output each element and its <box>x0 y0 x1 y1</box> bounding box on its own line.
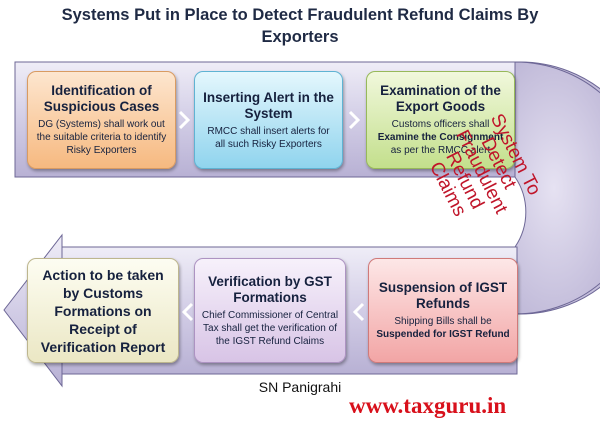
arrow-curve-band <box>514 61 600 315</box>
step-6-body: Shipping Bills shall be Suspended for IG… <box>375 315 511 341</box>
step-6-body-prefix: Shipping Bills shall be <box>394 316 492 327</box>
step-6-body-bold: Suspended for IGST Refund <box>376 329 510 340</box>
step-action-box: Action to be taken by Customs Formations… <box>27 258 179 363</box>
step-identification-box: Identification of Suspicious Cases DG (S… <box>27 71 176 169</box>
step-inserting-alert-box: Inserting Alert in the System RMCC shall… <box>194 71 343 169</box>
step-5-title: Verification by GST Formations <box>208 273 332 305</box>
title-line-1: Systems Put in Place to Detect Fraudulen… <box>61 6 539 24</box>
step-2-body: RMCC shall insert alerts for all such Ri… <box>207 125 330 150</box>
chevron-left-icon <box>352 302 365 322</box>
chevron-right-icon <box>348 110 361 130</box>
chevron-right-icon <box>178 110 191 130</box>
step-6-title: Suspension of IGST Refunds <box>378 280 508 311</box>
step-examination-box: Examination of the Export Goods Customs … <box>366 71 515 169</box>
step-1-body: DG (Systems) shall work out the suitable… <box>36 119 167 156</box>
website-watermark: www.taxguru.in <box>349 393 507 418</box>
step-3-body-bold: Examine the Consignment <box>377 132 504 143</box>
title-line-2: Exporters <box>261 28 339 46</box>
step-3-body-suffix: as per the RMCC alert <box>390 145 491 156</box>
author-credit: SN Panigrahi <box>258 379 342 395</box>
diagram-title: Systems Put in Place to Detect Fraudulen… <box>0 4 600 48</box>
step-verification-box: Verification by GST Formations Chief Com… <box>194 258 346 363</box>
step-3-title: Examination of the Export Goods <box>380 83 501 114</box>
step-3-body-prefix: Customs officers shall <box>391 119 490 130</box>
step-5-body: Chief Commissioner of Central Tax shall … <box>201 309 339 347</box>
step-4-title: Action to be taken by Customs Formations… <box>40 266 166 355</box>
step-1-title: Identification of Suspicious Cases <box>43 83 160 114</box>
step-3-body: Customs officers shall Examine the Consi… <box>373 118 508 157</box>
step-suspension-box: Suspension of IGST Refunds Shipping Bill… <box>368 258 518 363</box>
chevron-left-icon <box>181 302 194 322</box>
step-2-title: Inserting Alert in the System <box>203 89 334 121</box>
